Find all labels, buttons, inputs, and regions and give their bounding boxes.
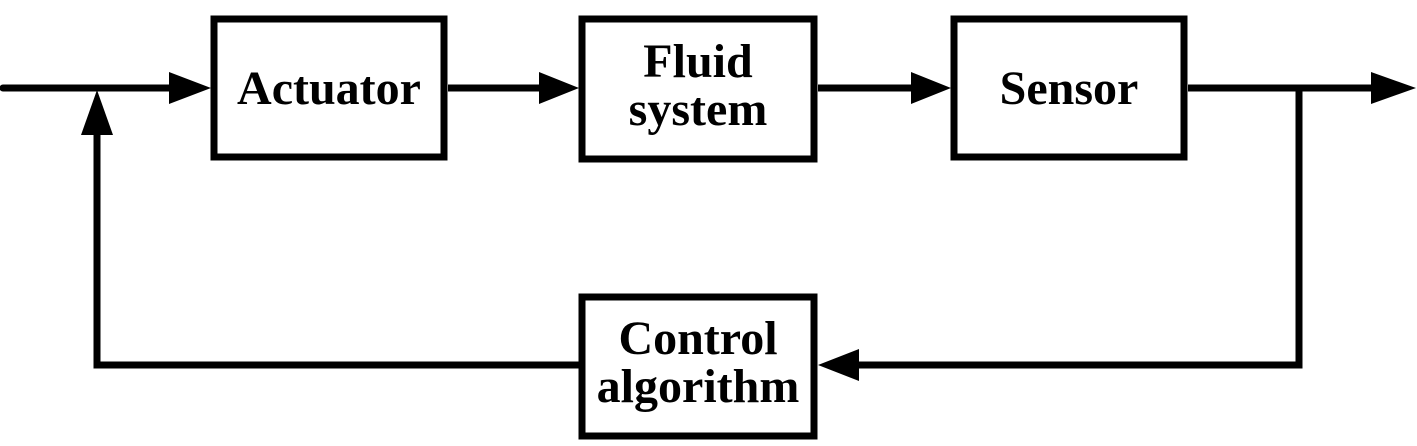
control-algorithm-box bbox=[578, 293, 818, 440]
input-arrowhead-icon bbox=[169, 72, 211, 104]
fluid-system-label-line2: system bbox=[629, 83, 768, 136]
sensor-box bbox=[950, 15, 1188, 161]
feedback-return-line bbox=[93, 132, 580, 369]
output-arrowhead-icon bbox=[1371, 72, 1416, 104]
feedback-branch-line bbox=[856, 88, 1303, 369]
actuator-to-fluid-arrowhead-icon bbox=[539, 72, 579, 104]
actuator-box bbox=[210, 15, 448, 161]
control-algorithm-label-line1: Control bbox=[618, 312, 777, 365]
feedback-into-control-arrowhead-icon bbox=[818, 349, 859, 381]
fluid-to-sensor-arrowhead-icon bbox=[911, 72, 951, 104]
fluid-system-box bbox=[578, 15, 818, 163]
control-algorithm-label-line2: algorithm bbox=[597, 360, 800, 413]
sensor-label: Sensor bbox=[1000, 62, 1139, 115]
actuator-label: Actuator bbox=[237, 62, 421, 115]
fluid-system-label-line1: Fluid bbox=[643, 35, 753, 88]
feedback-up-arrowhead-icon bbox=[81, 90, 113, 135]
